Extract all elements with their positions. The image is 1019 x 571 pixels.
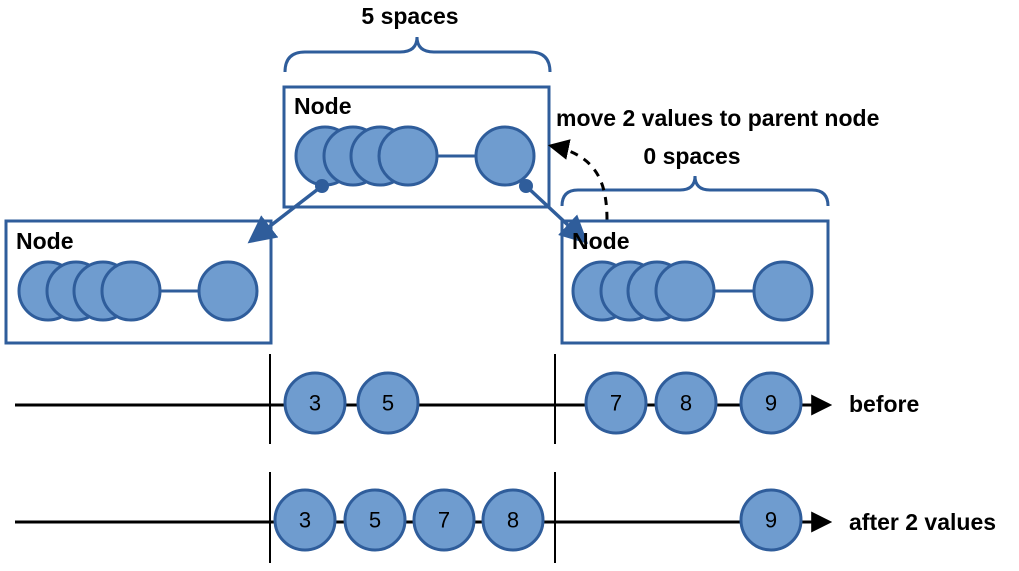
value-node: 5 bbox=[356, 371, 420, 435]
value-label: 3 bbox=[299, 508, 311, 533]
parent-node-values bbox=[294, 125, 536, 187]
left-child-node-values bbox=[17, 260, 259, 322]
right-child-node-box bbox=[560, 219, 830, 345]
value-label: 5 bbox=[382, 391, 394, 416]
value-label: 9 bbox=[765, 391, 777, 416]
value-node: 8 bbox=[654, 371, 718, 435]
left-child-node-title: Node bbox=[16, 228, 74, 254]
value-node: 7 bbox=[412, 488, 476, 552]
value-label: 8 bbox=[507, 508, 519, 533]
value-label: 7 bbox=[438, 508, 450, 533]
timeline-after: 3 5 7 8 9 bbox=[15, 488, 833, 552]
value-node: 5 bbox=[343, 488, 407, 552]
value-label: 7 bbox=[610, 391, 622, 416]
left-child-node-box bbox=[4, 219, 273, 345]
right-spaces-label: 0 spaces bbox=[643, 143, 740, 169]
value-label: 5 bbox=[369, 508, 381, 533]
value-node: 8 bbox=[481, 488, 545, 552]
value-node: 3 bbox=[273, 488, 337, 552]
move-dashed-arrow bbox=[547, 139, 609, 221]
right-child-node-title: Node bbox=[572, 228, 630, 254]
top-spaces-label: 5 spaces bbox=[361, 3, 458, 29]
value-node: 7 bbox=[584, 371, 648, 435]
timeline-before-label: before bbox=[849, 391, 919, 417]
timeline-before: 3 5 7 8 9 bbox=[15, 371, 833, 435]
move-values-note: move 2 values to parent node bbox=[556, 105, 879, 131]
top-brace bbox=[283, 36, 552, 73]
right-child-node-values bbox=[571, 260, 814, 322]
timeline-after-label: after 2 values bbox=[849, 509, 996, 535]
left-pointer-arrow bbox=[247, 184, 324, 244]
right-pointer-arrow bbox=[524, 184, 589, 244]
parent-node-title: Node bbox=[294, 93, 352, 119]
value-label: 8 bbox=[680, 391, 692, 416]
value-node: 3 bbox=[283, 371, 347, 435]
value-node: 9 bbox=[739, 488, 803, 552]
value-label: 9 bbox=[765, 508, 777, 533]
value-node: 9 bbox=[739, 371, 803, 435]
right-brace bbox=[560, 175, 830, 207]
value-label: 3 bbox=[309, 391, 321, 416]
